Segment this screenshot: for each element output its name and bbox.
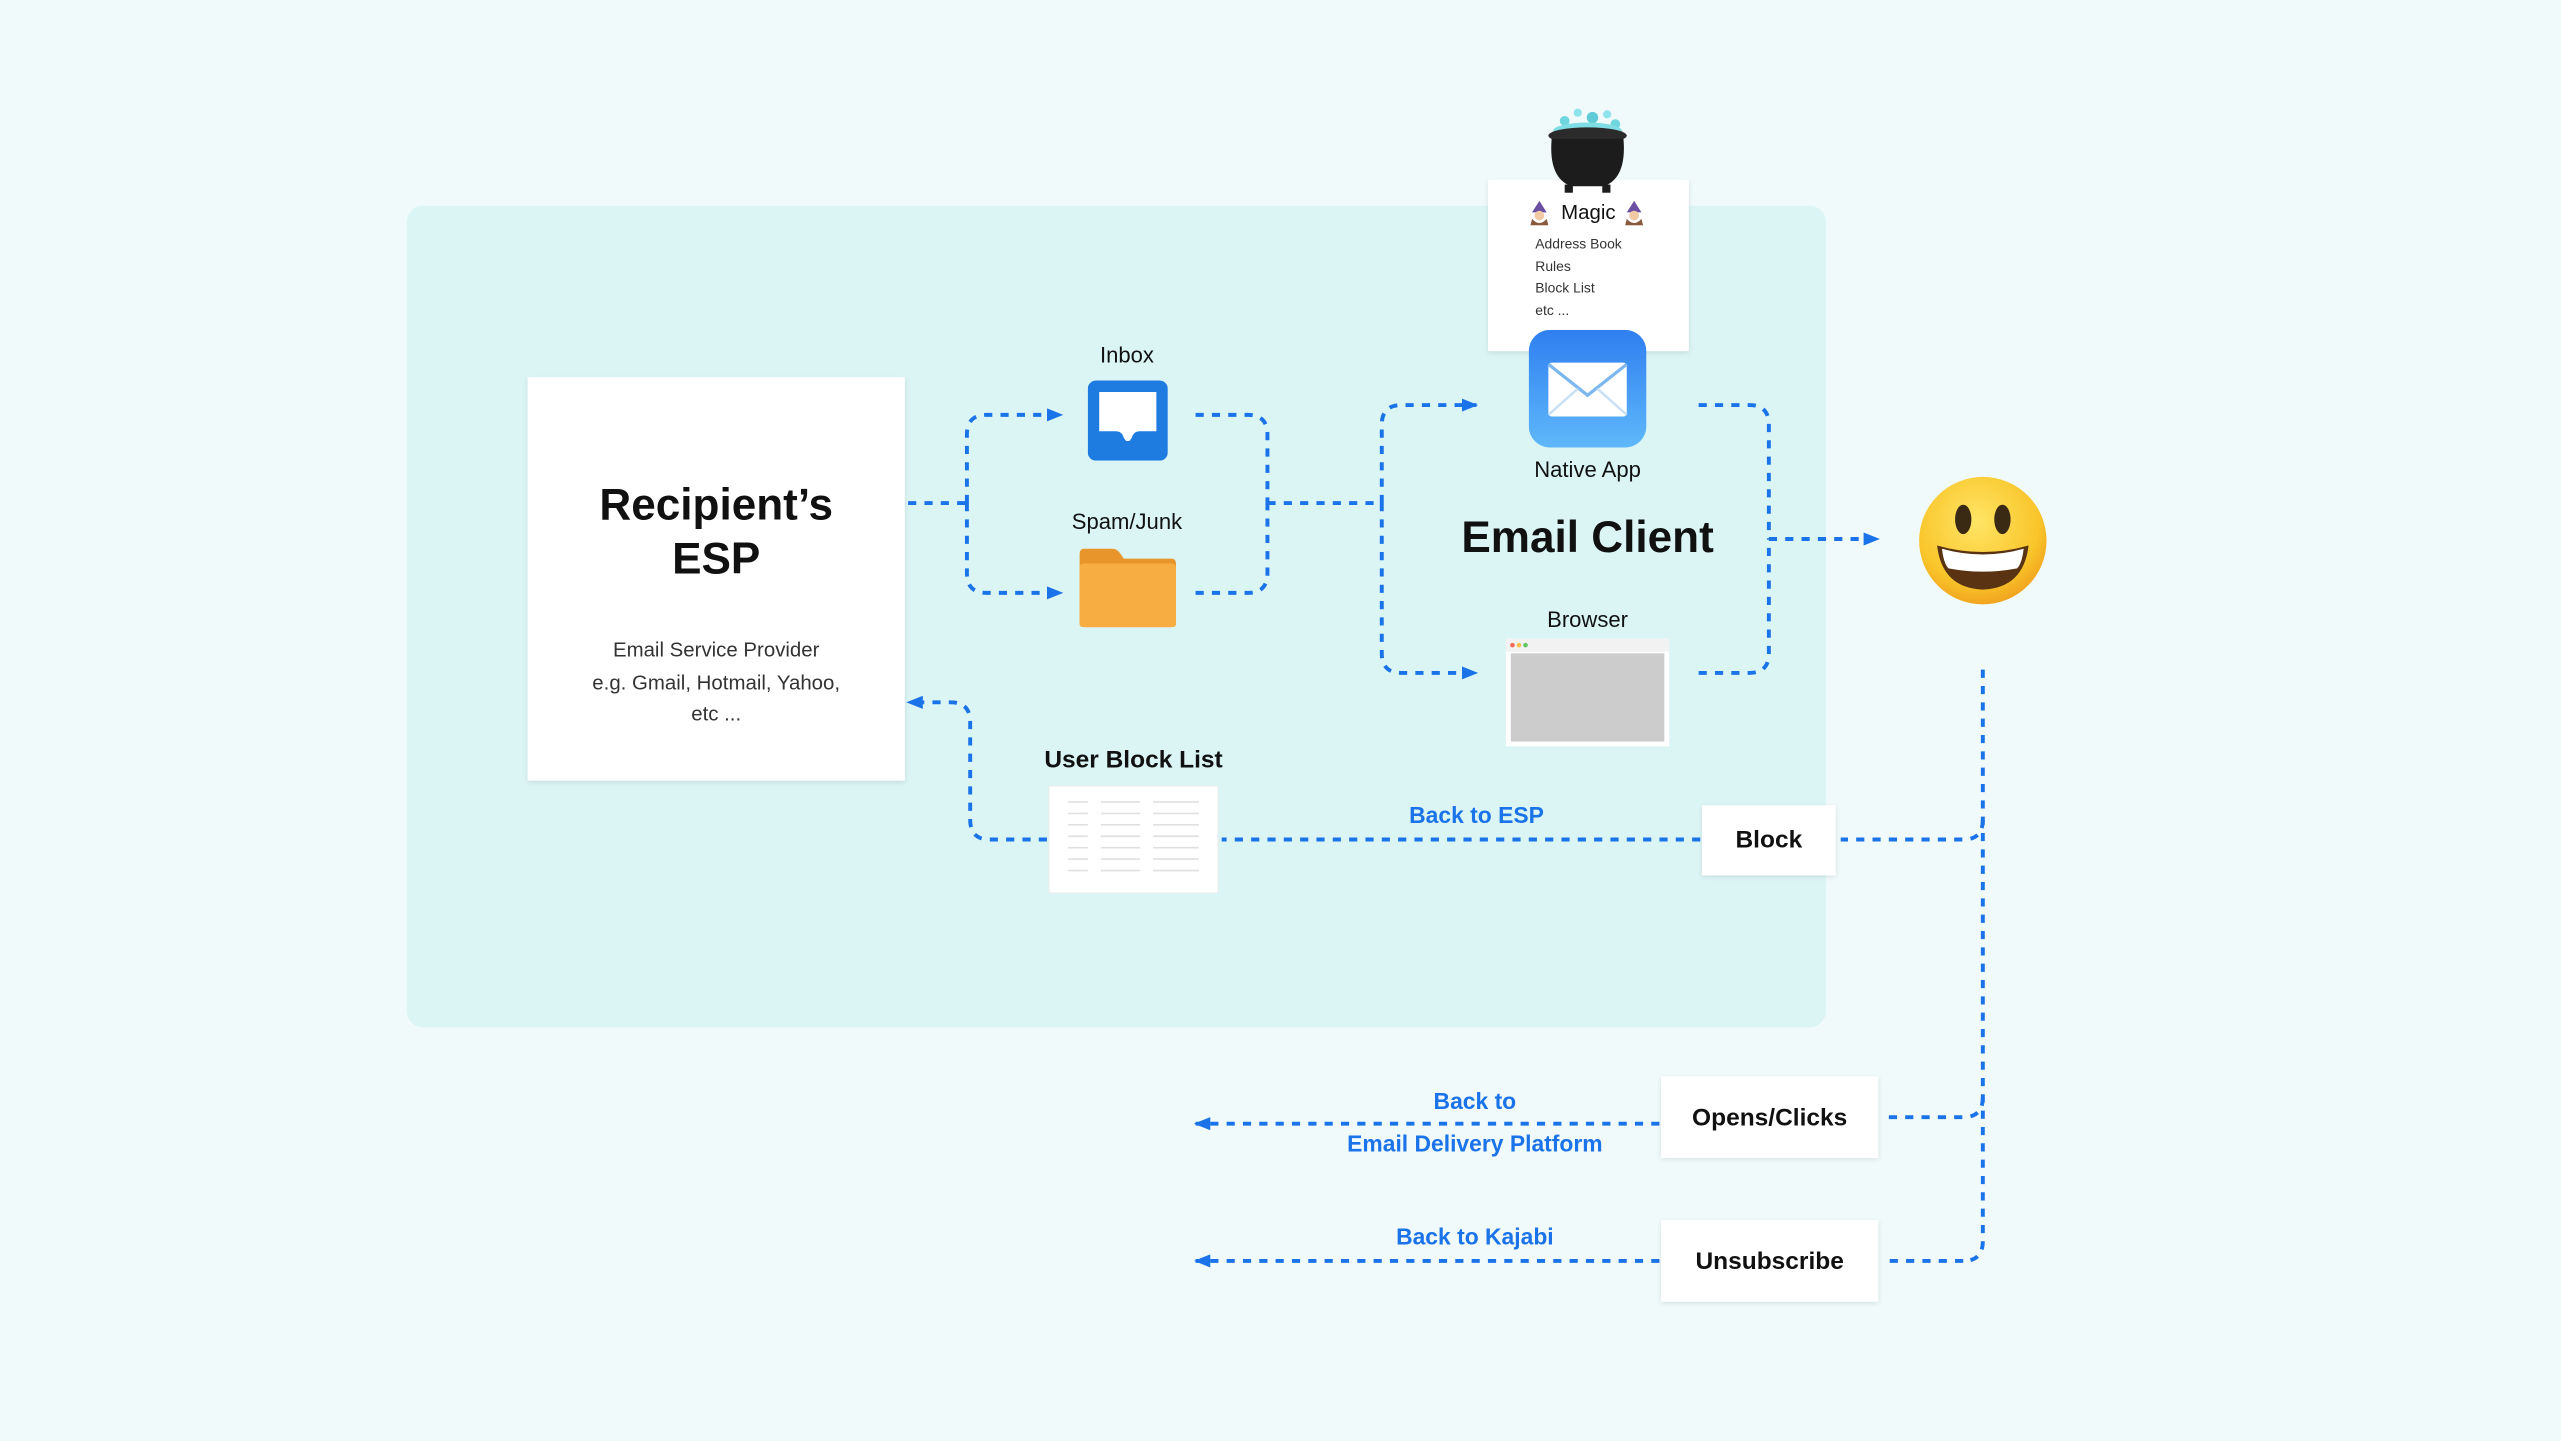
user-block-list-label: User Block List [1044, 746, 1223, 775]
inbox-label: Inbox [1100, 342, 1154, 368]
opens-clicks-action-box: Opens/Clicks [1661, 1076, 1879, 1159]
trunk-to-block-line [1840, 819, 1985, 842]
split-to-spam-arrow [964, 503, 1064, 600]
recipient-actions-trunk [1963, 669, 1985, 1263]
unsubscribe-action-box: Unsubscribe [1661, 1220, 1879, 1302]
wizard-emoji-icon [1530, 200, 1549, 226]
esp-subtitle-line-3: etc ... [691, 702, 742, 726]
client-to-native-arrow [1379, 398, 1479, 504]
mail-envelope-icon [1528, 329, 1647, 448]
magic-item-block-list: Block List [1535, 279, 1595, 296]
split-to-inbox-arrow [964, 408, 1064, 504]
back-to-edp-line-2: Email Delivery Platform [1347, 1130, 1603, 1157]
magic-item-etc: etc ... [1535, 301, 1570, 318]
browser-window-icon [1505, 638, 1670, 747]
recipient-esp-card [527, 377, 905, 781]
esp-title-line-2: ESP [672, 534, 761, 584]
user-block-list-document-icon [1048, 785, 1219, 894]
esp-subtitle: Email Service Provider e.g. Gmail, Hotma… [528, 635, 905, 731]
back-to-edp-label: Back to Email Delivery Platform [1312, 1080, 1639, 1165]
magic-card [1487, 179, 1689, 352]
trunk-to-opens-line [1883, 1097, 1985, 1120]
native-to-out-line [1698, 403, 1771, 539]
block-action-box: Block [1701, 805, 1836, 876]
spam-to-merge-line [1195, 503, 1270, 595]
inbox-to-merge-line [1195, 412, 1270, 504]
magic-title: Magic [1561, 200, 1616, 224]
back-to-esp-label: Back to ESP [1409, 801, 1544, 829]
magic-item-address-book: Address Book [1535, 235, 1622, 252]
cauldron-icon [1548, 108, 1627, 193]
inbox-tray-icon [1087, 380, 1168, 461]
esp-subtitle-line-1: Email Service Provider [612, 638, 820, 662]
native-app-label: Native App [1534, 457, 1641, 482]
email-client-title: Email Client [1461, 512, 1714, 562]
esp-subtitle-line-2: e.g. Gmail, Hotmail, Yahoo, [592, 670, 841, 694]
esp-title-line-1: Recipient’s [599, 480, 834, 530]
back-to-kajabi-label: Back to Kajabi [1396, 1223, 1554, 1250]
magic-list: Address Book Rules Block List etc ... [1535, 234, 1621, 322]
grinning-face-emoji [1919, 476, 2047, 605]
blocklist-to-esp-arrow [906, 695, 1047, 842]
client-to-browser-arrow [1379, 503, 1479, 680]
browser-label: Browser [1547, 607, 1628, 633]
back-to-edp-line-1: Back to [1433, 1087, 1517, 1114]
folder-icon [1079, 548, 1176, 628]
spam-label: Spam/Junk [1071, 509, 1183, 535]
browser-to-out-line [1698, 538, 1771, 675]
esp-title: Recipient’s ESP [528, 479, 905, 587]
magic-item-rules: Rules [1535, 257, 1571, 274]
wizard-emoji-icon [1625, 200, 1644, 226]
